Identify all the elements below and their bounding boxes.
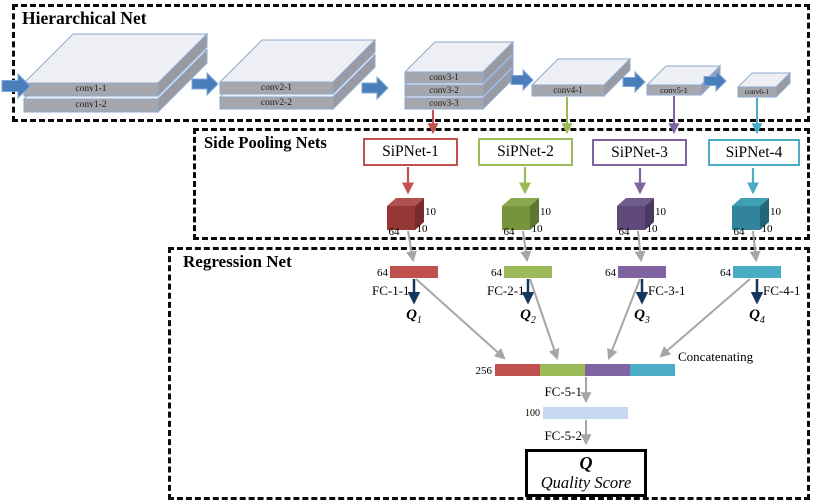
fc-5-2-label: FC-5-2 xyxy=(544,428,582,443)
cube3-to-fc-arrow xyxy=(634,230,646,263)
hidden-size-label: 100 xyxy=(525,408,540,419)
fc-2-1-label: FC-2-1 xyxy=(487,283,525,298)
fc-5-1-label: FC-5-1 xyxy=(544,384,582,399)
conv2-block xyxy=(218,38,377,111)
fc3-input-size-label: 64 xyxy=(605,267,616,279)
q4-label: Q4 xyxy=(743,307,771,326)
conv3-1-label: conv3-1 xyxy=(429,72,459,82)
cube-4 xyxy=(732,198,769,230)
side-pooling-nets-box xyxy=(193,128,810,240)
fc-4-1-bar xyxy=(733,266,781,278)
q2-sub: 2 xyxy=(530,315,536,326)
quality-caption: Quality Score xyxy=(540,472,632,492)
hierarchical-net-title: Hierarchical Net xyxy=(22,8,147,28)
conv3-2-label: conv3-2 xyxy=(429,85,459,95)
cube4-width-label: 64 xyxy=(733,226,745,238)
flow-arrow-5-icon xyxy=(703,69,727,93)
flow-arrow-3-icon xyxy=(510,68,534,92)
q3-label: Q3 xyxy=(628,307,656,326)
cube1-side-label: 10 xyxy=(425,206,436,218)
cube2-depth-label: 10 xyxy=(531,223,543,235)
cube1-width-label: 64 xyxy=(388,226,400,238)
fc-5-1-hidden-bar xyxy=(543,407,628,419)
fc4-to-concat-arrow xyxy=(659,278,751,358)
conv1-1-label: conv1-1 xyxy=(75,84,107,94)
cube3-side-label: 10 xyxy=(655,206,666,218)
fc2-to-concat-arrow xyxy=(529,278,560,361)
concat-size-label: 256 xyxy=(475,365,493,377)
input-arrow-icon xyxy=(1,72,31,100)
conv6-block xyxy=(736,71,792,99)
sipnet-3-box: SiPNet-3 xyxy=(592,139,687,166)
regression-net-title: Regression Net xyxy=(183,252,292,271)
fc-2-1-bar xyxy=(504,266,552,278)
regression-net-box xyxy=(168,247,810,500)
sipnet-4-box: SiPNet-4 xyxy=(708,139,800,166)
concat-seg-teal xyxy=(630,364,675,376)
hierarchical-net-box xyxy=(12,4,810,122)
quality-symbol: Q xyxy=(579,453,593,474)
concat-bar xyxy=(495,364,675,376)
conv5-1-label: conv5-1 xyxy=(660,85,688,95)
q2-base: Q xyxy=(520,307,531,323)
cube1-depth-label: 10 xyxy=(416,223,428,235)
cube-3 xyxy=(617,198,654,230)
fc-3-1-label: FC-3-1 xyxy=(648,283,686,298)
fc1-to-concat-arrow xyxy=(415,278,506,360)
cube4-to-fc-arrow xyxy=(749,230,761,263)
conv4-1-label: conv4-1 xyxy=(553,85,583,95)
q4-base: Q xyxy=(749,307,760,323)
conv2-2-label: conv2-2 xyxy=(260,98,293,108)
cube2-side-label: 10 xyxy=(540,206,551,218)
q2-label: Q2 xyxy=(514,307,542,326)
conv1-2-label: conv1-2 xyxy=(75,100,107,110)
sipnet-1-box: SiPNet-1 xyxy=(363,138,458,166)
q3-sub: 3 xyxy=(644,315,650,326)
cube1-to-fc-arrow xyxy=(406,230,417,263)
fc-1-1-label: FC-1-1 xyxy=(372,283,410,298)
fc-4-1-label: FC-4-1 xyxy=(763,283,801,298)
q1-base: Q xyxy=(406,307,417,323)
q3-base: Q xyxy=(634,307,645,323)
sipnet-2-box: SiPNet-2 xyxy=(478,138,573,166)
concat-seg-purple xyxy=(585,364,630,376)
fc-1-1-bar xyxy=(390,266,438,278)
quality-score-box: Q Quality Score xyxy=(525,449,647,497)
conv2-1-label: conv2-1 xyxy=(260,83,293,93)
cube2-to-fc-arrow xyxy=(520,230,532,263)
cube3-width-label: 64 xyxy=(618,226,630,238)
fc4-input-size-label: 64 xyxy=(720,267,731,279)
concat-seg-red xyxy=(495,364,540,376)
concatenating-label: Concatenating xyxy=(678,349,754,364)
fc1-input-size-label: 64 xyxy=(377,267,388,279)
fc2-input-size-label: 64 xyxy=(491,267,502,279)
flow-arrow-4-icon xyxy=(622,70,646,94)
cube-2 xyxy=(502,198,539,230)
flow-arrow-2-icon xyxy=(361,75,389,101)
conv3-3-label: conv3-3 xyxy=(429,98,459,108)
cube2-width-label: 64 xyxy=(503,226,515,238)
cube3-depth-label: 10 xyxy=(646,223,658,235)
conv4-block xyxy=(530,57,632,98)
conv6-1-label: conv6-1 xyxy=(744,87,770,96)
q4-sub: 4 xyxy=(759,315,765,326)
flow-arrow-1-icon xyxy=(191,71,219,97)
side-pooling-nets-title: Side Pooling Nets xyxy=(204,133,327,152)
q1-sub: 1 xyxy=(416,315,422,326)
conv1-block xyxy=(22,32,209,114)
cube4-depth-label: 10 xyxy=(761,223,773,235)
concat-seg-green xyxy=(540,364,585,376)
fc3-to-concat-arrow xyxy=(607,278,641,361)
q1-label: Q1 xyxy=(400,307,428,326)
fc-3-1-bar xyxy=(618,266,666,278)
cube4-side-label: 10 xyxy=(770,206,781,218)
cube-1 xyxy=(387,198,424,230)
